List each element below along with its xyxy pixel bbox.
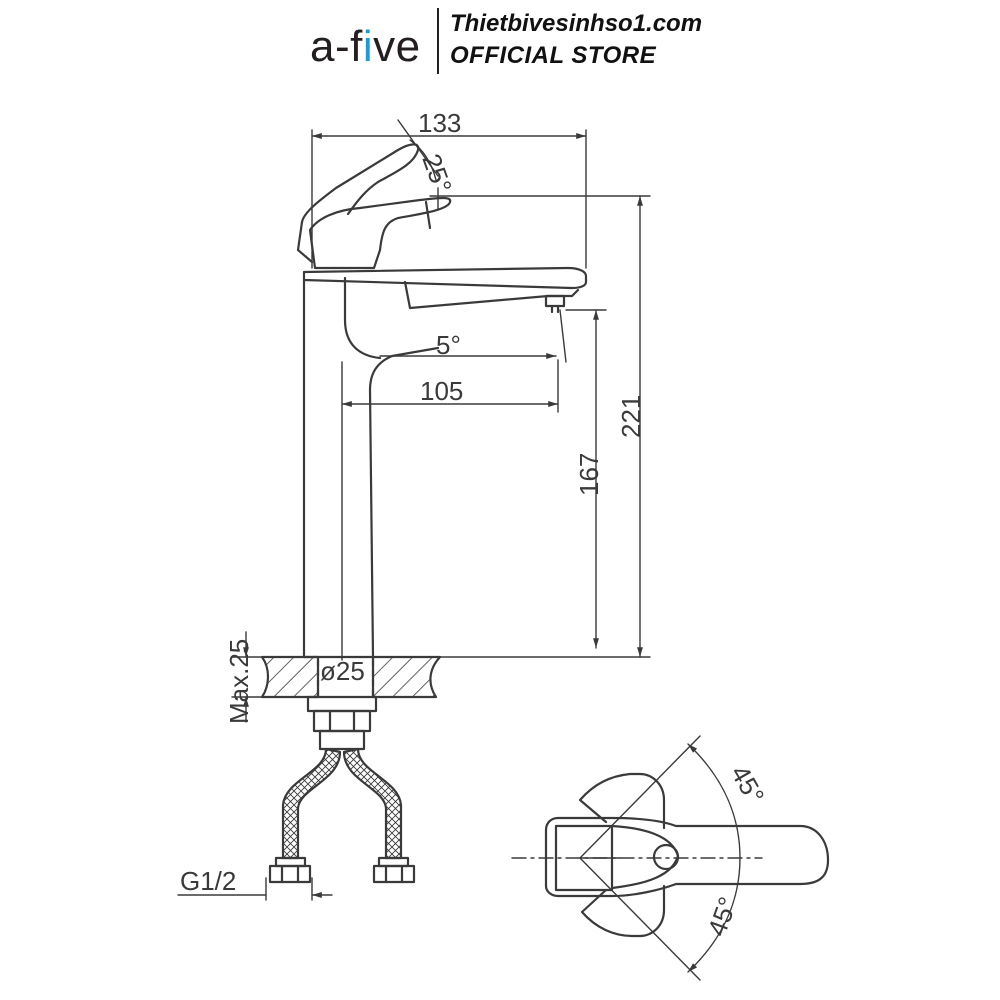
- dim-overall-height: 221: [616, 395, 646, 438]
- dim-spout-reach: 105: [420, 376, 463, 406]
- dim-rotation-left: 45°: [725, 760, 771, 809]
- lever-handle: [296, 143, 452, 270]
- dimension-lines: [177, 119, 651, 901]
- dim-spout-height: 167: [574, 453, 604, 496]
- faucet-body: [302, 266, 588, 659]
- top-view: [511, 735, 830, 981]
- store-website: Thietbivesinhso1.com: [450, 10, 703, 37]
- dim-connection: G1/2: [180, 866, 236, 896]
- dim-spout-angle: 5°: [436, 330, 461, 360]
- dim-deck-thickness: Max.25: [224, 639, 254, 724]
- mounting-nut: [306, 695, 378, 751]
- dim-overall-width: 133: [418, 108, 461, 138]
- dim-hole-diameter: ø25: [320, 656, 365, 686]
- supply-hoses: [268, 747, 416, 884]
- header-divider: [437, 8, 439, 74]
- brand-name: a-five: [310, 22, 421, 71]
- store-label: OFFICIAL STORE: [450, 42, 657, 69]
- dim-rotation-right: 45°: [701, 893, 743, 940]
- deck-section: [260, 655, 442, 699]
- dim-handle-angle: 25°: [416, 150, 458, 197]
